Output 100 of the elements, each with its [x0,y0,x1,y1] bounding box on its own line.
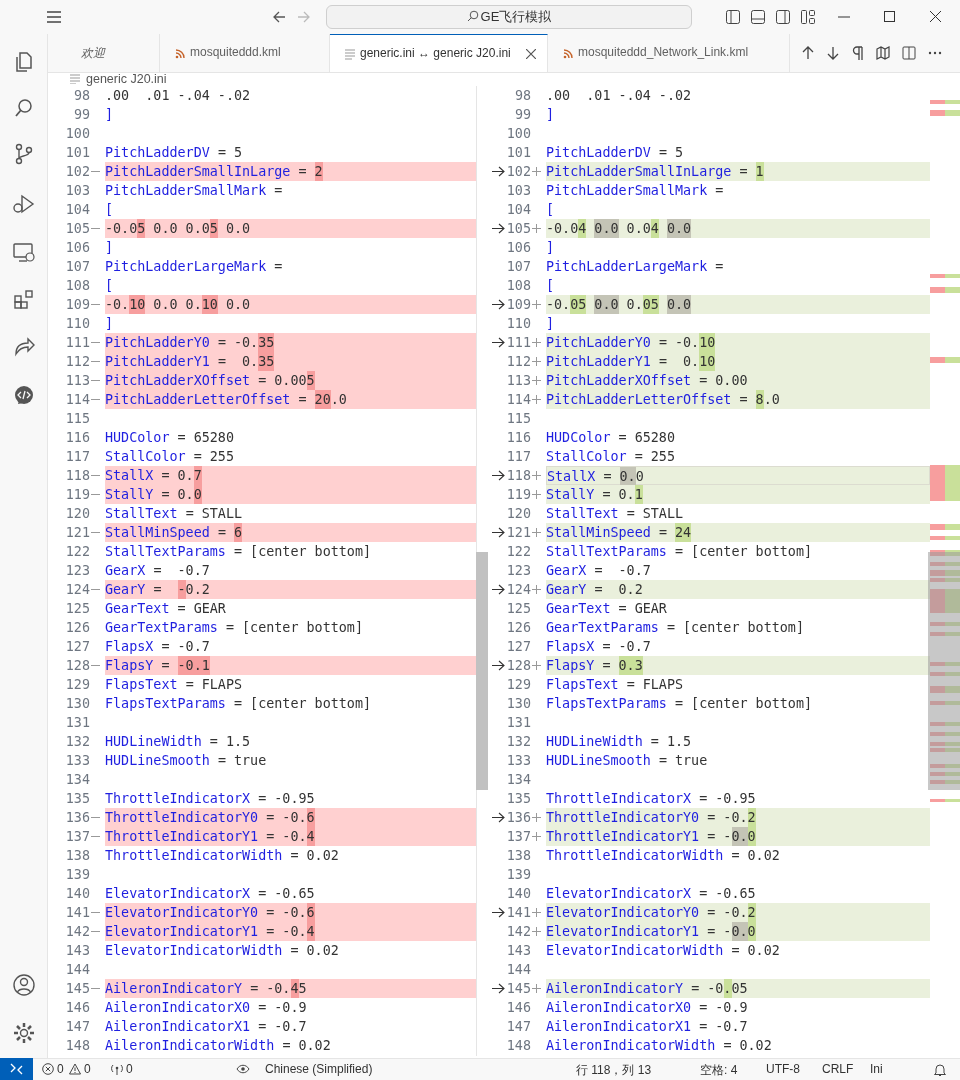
line-number: 147 [506,1018,531,1036]
line-number: 140 [506,885,531,903]
line-number: 108 [506,277,531,295]
language-mode: Ini [870,1062,883,1076]
line-number: 121 [506,524,531,542]
line-number: 129 [506,676,531,694]
code-line: PitchLadderDV = 5 [546,144,684,162]
tab-label: generic.ini ↔ generic J20.ini [360,46,511,60]
code-line: FlapsX = -0.7 [546,638,651,656]
line-number: 136 [506,809,531,827]
code-line: FlapsText = FLAPS [105,676,243,694]
error-count: 0 [57,1062,64,1076]
code-line: [ [546,277,555,295]
code-line: FlapsX = -0.7 [105,638,210,656]
line-number: 109 [506,296,531,314]
line-number: 103 [506,182,531,200]
line-number: 115 [506,410,531,428]
line-number: 100 [65,125,90,143]
code-line: AileronIndicatorX0 = -0.9 [105,999,307,1017]
line-number: 124 [65,581,90,599]
code-line: AileronIndicatorWidth = 0.02 [546,1037,772,1055]
line-number: 142 [506,923,531,941]
line-number: 111 [65,334,90,352]
line-number: 125 [65,600,90,618]
line-number: 125 [506,600,531,618]
line-number: 126 [506,619,531,637]
language-status: Chinese (Simplified) [265,1062,373,1076]
code-line: ] [105,106,114,124]
line-number: 120 [506,505,531,523]
line-number: 145 [506,980,531,998]
line-number: 141 [65,904,90,922]
code-line: AileronIndicatorX0 = -0.9 [546,999,748,1017]
encoding-status: UTF-8 [766,1062,800,1076]
code-line: FlapsTextParams = [center bottom] [546,695,813,713]
line-number: 99 [73,106,90,124]
line-number: 108 [65,277,90,295]
line-number: 103 [65,182,90,200]
code-line: PitchLadderSmallMark = [546,182,724,200]
breadcrumb: generic J20.ini [86,72,167,86]
code-line: StallTextParams = [center bottom] [546,543,813,561]
line-ending-status: CRLF [822,1062,854,1076]
code-line: GearText = GEAR [105,600,226,618]
line-number: 122 [506,543,531,561]
line-number: 131 [506,714,531,732]
line-number: 109 [65,296,90,314]
line-number: 142 [65,923,90,941]
line-number: 123 [506,562,531,580]
line-number: 143 [65,942,90,960]
line-number: 113 [65,372,90,390]
code-line: GearTextParams = [center bottom] [546,619,804,637]
code-line: AileronIndicatorX1 = -0.7 [546,1018,748,1036]
port-count: 0 [126,1062,133,1076]
line-number: 121 [65,524,90,542]
line-number: 123 [65,562,90,580]
line-number: 141 [506,904,531,922]
line-number: 144 [65,961,90,979]
code-line: StallText = STALL [546,505,684,523]
line-number: 140 [65,885,90,903]
code-line: ElevatorIndicatorX = -0.65 [105,885,315,903]
code-line: StallColor = 255 [546,448,675,466]
line-number: 133 [506,752,531,770]
code-line: StallColor = 255 [105,448,234,466]
line-number: 139 [506,866,531,884]
line-number: 117 [506,448,531,466]
code-line: HUDColor = 65280 [546,429,675,447]
code-line: PitchLadderSmallMark = [105,182,283,200]
code-line: ] [105,315,114,333]
line-number: 107 [65,258,90,276]
line-number: 106 [506,239,531,257]
warning-count: 0 [84,1062,91,1076]
line-number: 146 [65,999,90,1017]
line-number: 104 [65,201,90,219]
line-number: 102 [506,163,531,181]
line-number: 131 [65,714,90,732]
tab-label: mosquiteddd.kml [190,45,281,59]
line-number: 105 [506,220,531,238]
line-number: 116 [506,429,531,447]
code-line: GearTextParams = [center bottom] [105,619,363,637]
code-line: GearX = -0.7 [546,562,651,580]
code-line: PitchLadderLargeMark = [105,258,283,276]
code-line: ] [546,106,555,124]
line-number: 114 [506,391,531,409]
line-number: 114 [65,391,90,409]
code-line: StallTextParams = [center bottom] [105,543,372,561]
code-line: HUDColor = 65280 [105,429,234,447]
line-number: 146 [506,999,531,1017]
line-number: 102 [65,163,90,181]
line-number: 135 [65,790,90,808]
line-number: 134 [506,771,531,789]
line-number: 138 [506,847,531,865]
code-line: HUDLineWidth = 1.5 [105,733,251,751]
tab-label: 欢迎 [81,45,105,62]
line-number: 99 [514,106,531,124]
line-number: 120 [65,505,90,523]
code-line: .00 .01 -.04 -.02 [105,87,251,105]
line-number: 130 [65,695,90,713]
code-line: AileronIndicatorX1 = -0.7 [105,1018,307,1036]
code-line: FlapsTextParams = [center bottom] [105,695,372,713]
code-line: ElevatorIndicatorX = -0.65 [546,885,756,903]
code-line: GearText = GEAR [546,600,667,618]
